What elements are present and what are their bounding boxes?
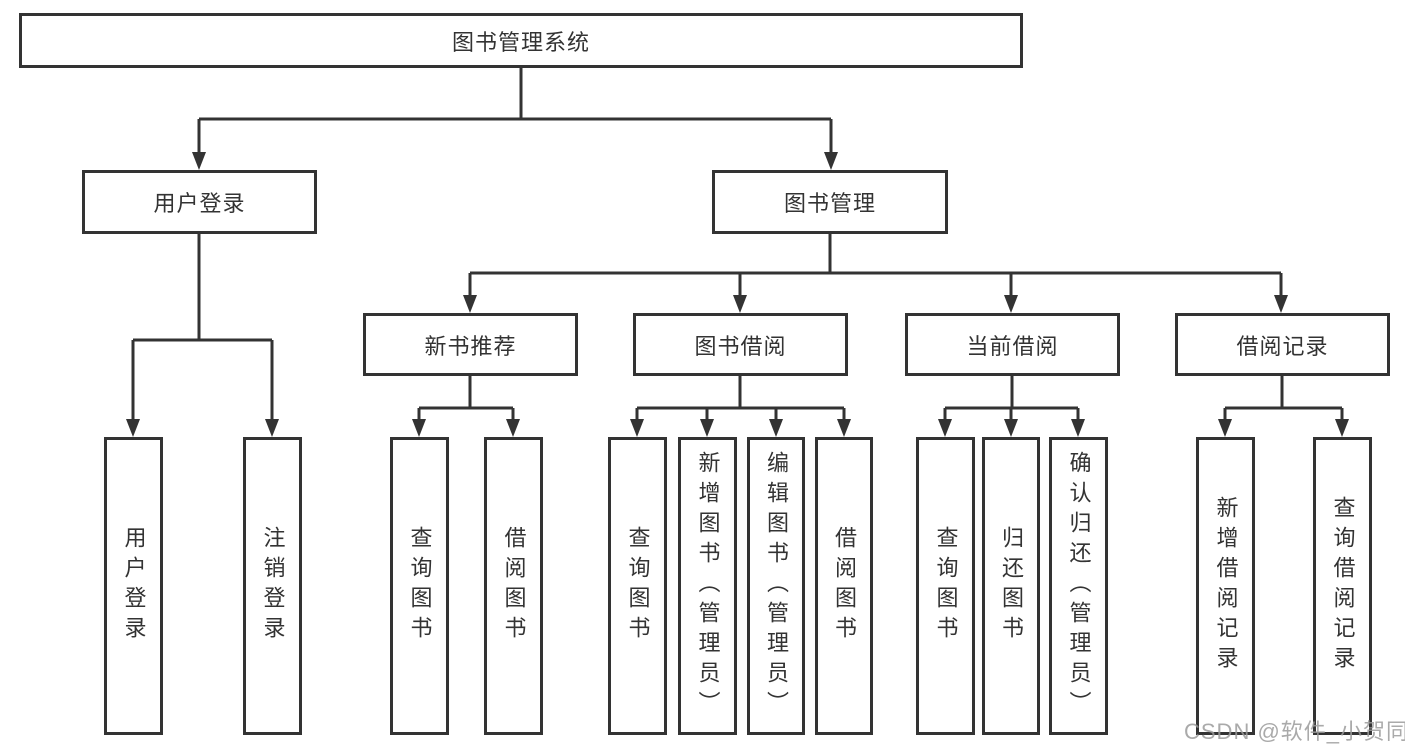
leaf-query-books-borrow: 查询图书 [608,437,667,735]
leaf-borrow-books-recommend: 借阅图书 [484,437,543,735]
leaf-return-books: 归还图书 [982,437,1040,735]
leaf-edit-books-admin: 编辑图书（管理员） [747,437,805,735]
node-new-book-recommendation: 新书推荐 [363,313,578,376]
leaf-borrow-books: 借阅图书 [815,437,873,735]
watermark: CSDN @软件_小贺同学 [1184,719,1405,744]
node-current-borrowing: 当前借阅 [905,313,1120,376]
leaf-confirm-return-admin: 确认归还（管理员） [1049,437,1108,735]
node-book-borrowing: 图书借阅 [633,313,848,376]
leaf-query-books-recommend: 查询图书 [390,437,449,735]
leaf-query-books-current: 查询图书 [916,437,975,735]
leaf-logout: 注销登录 [243,437,302,735]
node-borrowing-records: 借阅记录 [1175,313,1390,376]
leaf-query-borrow-record: 查询借阅记录 [1313,437,1372,735]
leaf-user-login: 用户登录 [104,437,163,735]
leaf-add-borrow-record: 新增借阅记录 [1196,437,1255,735]
arrowheads [126,152,1349,437]
leaf-add-books-admin: 新增图书（管理员） [678,437,737,735]
node-book-management: 图书管理 [712,170,948,234]
node-root: 图书管理系统 [19,13,1023,68]
node-user-login: 用户登录 [82,170,317,234]
